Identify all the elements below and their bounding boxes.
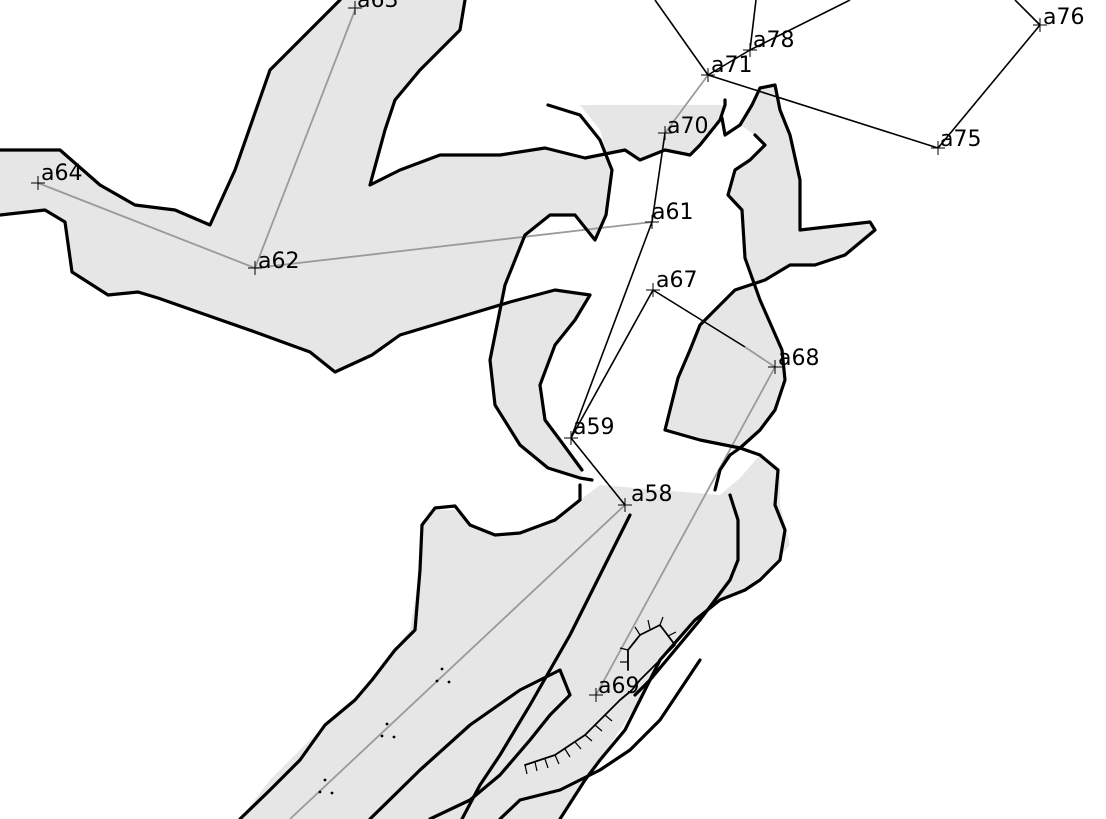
leg-a71-north: [654, 0, 709, 76]
wall-south-lower-west: [368, 668, 572, 819]
leg-a67-a59: [570, 289, 654, 439]
leg-a76-north: [1014, 0, 1041, 26]
station-a61: a61: [645, 200, 693, 229]
pit-hachures: [524, 616, 677, 775]
station-label-a68: a68: [778, 346, 819, 371]
wall-south-lower-east: [498, 658, 702, 819]
station-a68: a68: [768, 346, 819, 374]
leg-a67-a68: [652, 289, 746, 348]
leg-a75-a76: [937, 24, 1041, 149]
station-a62: a62: [248, 249, 299, 275]
leg-a78-northeast: [749, 0, 851, 51]
station-label-a67: a67: [656, 268, 697, 293]
station-a75: a75: [931, 127, 981, 155]
wall-south-east: [558, 446, 787, 819]
wall-west-upper-south: [0, 208, 592, 472]
wall-south-central: [460, 513, 632, 819]
passage-south-main: [240, 455, 790, 819]
survey-stations: a63 a64 a62 a61 a70 a71 a78 a76: [31, 0, 1084, 702]
passage-fills: [0, 0, 875, 819]
station-label-a78: a78: [753, 28, 794, 53]
leg-a78-north: [749, 0, 757, 51]
station-label-a71: a71: [711, 53, 752, 78]
station-a58: a58: [618, 482, 672, 512]
passage-west-upper: [0, 0, 725, 478]
wall-west-upper-north: [0, 0, 342, 227]
leg-a67-a68-passage: [744, 346, 776, 368]
station-label-a69: a69: [598, 674, 639, 699]
station-label-a76: a76: [1043, 5, 1084, 30]
passage-east-rift: [665, 85, 875, 448]
wall-east-rift-inner: [713, 133, 787, 492]
leg-a71-a78: [707, 49, 751, 76]
pit-symbol: [524, 616, 677, 775]
leg-a59-a58: [570, 437, 626, 506]
leg-a64-a62: [37, 182, 256, 269]
wall-south-west: [238, 483, 582, 819]
leg-a68-a69: [595, 366, 776, 696]
station-a78: a78: [743, 28, 794, 57]
station-a64: a64: [31, 161, 82, 190]
leg-a61-a59: [570, 221, 653, 439]
station-a76: a76: [1033, 5, 1084, 32]
leg-a62-a63: [254, 9, 356, 269]
station-label-a59: a59: [573, 415, 614, 440]
station-label-a61: a61: [652, 200, 693, 225]
wall-south-east-inner: [633, 493, 740, 697]
passage-south-lower: [380, 670, 565, 819]
station-a71: a71: [701, 53, 752, 82]
station-label-a64: a64: [41, 161, 82, 186]
rubble-dots: [318, 667, 451, 795]
station-label-a63: a63: [357, 0, 398, 13]
leg-a70-a71: [664, 74, 709, 134]
leg-a71-a75: [707, 74, 939, 149]
station-a59: a59: [564, 415, 614, 445]
station-a63: a63: [348, 0, 398, 15]
station-a67: a67: [646, 268, 697, 297]
wall-west-upper-inner: [368, 0, 727, 187]
station-a70: a70: [658, 114, 708, 140]
station-label-a75: a75: [940, 127, 981, 152]
station-a69: a69: [589, 674, 639, 702]
passage-walls: [0, 0, 877, 819]
wall-east-rift-outer: [663, 83, 877, 450]
station-label-a58: a58: [631, 482, 672, 507]
leg-a58-southwest: [289, 504, 626, 819]
leg-a61-a70: [651, 132, 666, 223]
station-label-a62: a62: [258, 249, 299, 274]
wall-chamber-west: [488, 103, 614, 482]
station-label-a70: a70: [667, 114, 708, 139]
